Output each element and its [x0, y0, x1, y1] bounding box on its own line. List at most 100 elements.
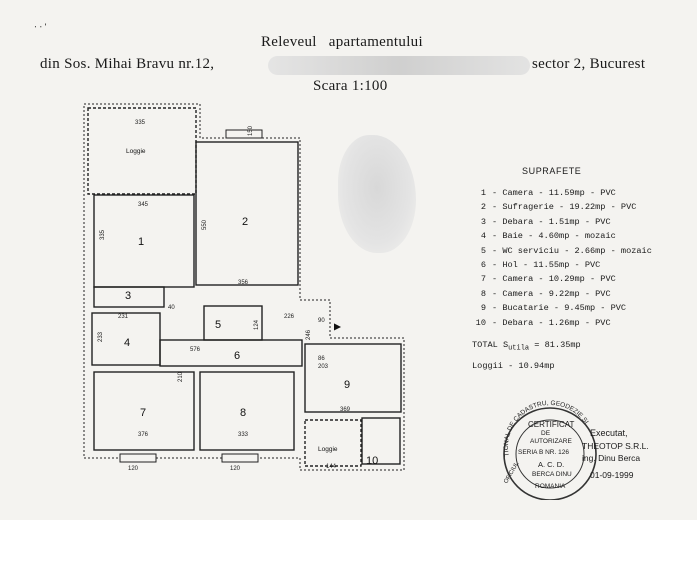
legend-row-number: 8 — [480, 288, 486, 299]
legend-heading: SUPRAFETE — [522, 166, 582, 176]
legend-row-number: 1 — [480, 188, 486, 198]
legend-row: 1 - Camera - 11.59mp - PVC — [472, 188, 616, 198]
corner-mark: ‧ ‧ ' — [34, 22, 47, 32]
room-1-label: 1 — [138, 236, 144, 248]
legend-row-number: 9 — [480, 303, 486, 314]
legend-row-number: 7 — [480, 274, 486, 285]
room-2-label: 2 — [242, 216, 248, 228]
dim-376: 376 — [138, 432, 149, 438]
dim-246: 246 — [306, 329, 312, 340]
window-bottom-left — [119, 453, 157, 463]
legend-row: 4 - Baie - 4.60mp - mozaic — [472, 231, 616, 241]
room-7-label: 7 — [140, 407, 146, 419]
dim-356: 356 — [238, 280, 249, 286]
stamp-line-7: ROMANIA — [535, 483, 566, 490]
document-title: Releveul apartamentului — [261, 34, 423, 50]
dim-335-top: 335 — [135, 120, 146, 126]
dim-150: 150 — [248, 125, 254, 136]
stamp-line-6: BERCA DINU — [532, 471, 572, 478]
dim-369: 369 — [340, 407, 351, 413]
total-value: = 81.35mp — [534, 340, 581, 350]
scale-label: Scara 1:100 — [313, 78, 388, 94]
legend-row-number: 3 — [480, 216, 486, 227]
legend-row: 7 - Camera - 10.29mp - PVC — [472, 274, 616, 284]
legend-row-text: - Baie - 4.60mp - mozaic — [492, 231, 616, 242]
dim-86: 86 — [318, 356, 325, 362]
loggia-bottom-label: Loggie — [318, 446, 338, 453]
legend-row-text: - WC serviciu - 2.66mp - mozaic — [492, 245, 652, 256]
dim-550: 550 — [202, 219, 208, 230]
executed-label: Executat, — [590, 428, 628, 438]
legend-row-text: - Camera - 10.29mp - PVC — [492, 274, 616, 285]
entrance-arrow: ▲ — [331, 321, 345, 333]
scan-smudge — [338, 135, 416, 253]
dim-90: 90 — [318, 318, 325, 324]
page-margin — [0, 520, 697, 563]
legend-row-text: - Bucatarie - 9.45mp - PVC — [492, 303, 627, 314]
legend-row: 10 - Debara - 1.26mp - PVC — [472, 318, 611, 328]
dim-203: 203 — [318, 364, 329, 370]
legend-row-number: 5 — [480, 245, 486, 256]
room-8-label: 8 — [240, 407, 246, 419]
room-9-outline — [304, 343, 402, 413]
room-6-outline — [159, 339, 303, 367]
total-label: TOTAL S — [472, 340, 509, 350]
legend-row: 3- Debara - 1.51mp - PVC — [472, 217, 611, 227]
room-4-label: 4 — [124, 337, 130, 349]
legend-row-text: - Debara - 1.26mp - PVC — [492, 317, 611, 328]
window-bottom-mid — [221, 453, 259, 463]
room-4-outline — [91, 312, 161, 366]
stamp-line-5: A. C. D. — [538, 460, 565, 469]
stamp-line-1: CERTIFICAT — [528, 420, 575, 429]
loggia-bottom-outline — [304, 419, 362, 467]
total-row: TOTAL Sutila = 81.35mp — [472, 340, 581, 353]
document-sheet — [0, 0, 697, 520]
total-sub: utila — [508, 344, 530, 353]
dim-333: 333 — [238, 432, 249, 438]
stamp-line-4: SERIA B NR. 126 — [518, 449, 569, 456]
legend-row: 9 - Bucatarie - 9.45mp - PVC — [472, 303, 626, 313]
dim-576: 576 — [190, 347, 201, 353]
legend-row-number: 10 — [475, 317, 486, 328]
dim-124: 124 — [254, 319, 260, 330]
loggia-top-label: Loggie — [126, 148, 146, 155]
outer-envelope — [83, 103, 405, 471]
legend-row: 5 - WC serviciu - 2.66mp - mozaic — [472, 246, 652, 256]
legend-row-number: 6 — [480, 260, 486, 270]
dim-345: 345 — [138, 202, 149, 208]
dim-231: 231 — [118, 314, 129, 320]
legend-row-number: 4 — [480, 231, 486, 242]
legend-row: 8 - Camera - 9.22mp - PVC — [472, 289, 611, 299]
dim-233: 233 — [98, 331, 104, 342]
dim-210: 210 — [178, 371, 184, 382]
floor-plan: ▲ 1 2 3 4 5 6 7 8 9 10 Loggie Loggie 335… — [83, 103, 405, 472]
legend-row: 6 - Hol - 11.55mp - PVC — [472, 260, 600, 270]
dim-120-left: 120 — [128, 466, 139, 472]
stamp-line-2: DE — [541, 430, 551, 437]
dim-226: 226 — [284, 314, 295, 320]
legend-row-text: - Camera - 11.59mp - PVC — [492, 188, 616, 198]
dim-144: 144 — [326, 464, 337, 470]
room-5-label: 5 — [215, 319, 221, 331]
company-name: THEOTOP S.R.L. — [582, 441, 649, 451]
room-7-outline — [93, 371, 195, 451]
window-top — [225, 129, 263, 139]
room-6-label: 6 — [234, 350, 240, 362]
dim-335-side: 335 — [100, 229, 106, 240]
legend-row-text: - Hol - 11.55mp - PVC — [492, 260, 601, 270]
room-8-outline — [199, 371, 295, 451]
room-10-outline — [361, 417, 401, 465]
legend-row: 2 - Sufragerie - 19.22mp - PVC — [472, 202, 637, 213]
room-10-label: 10 — [366, 455, 378, 467]
legend-row-text: - Camera - 9.22mp - PVC — [492, 288, 611, 299]
redacted-area — [268, 56, 530, 75]
legend-row-number: 2 — [480, 202, 486, 213]
dim-40: 40 — [168, 305, 175, 311]
stamp-line-3: AUTORIZARE — [530, 438, 572, 445]
legend-row-text: - Sufragerie - 19.22mp - PVC — [492, 202, 637, 213]
room-9-label: 9 — [344, 379, 350, 391]
address-suffix: sector 2, Bucurest — [532, 56, 646, 72]
engineer-name: ing. Dinu Berca — [582, 453, 641, 463]
dim-120-mid: 120 — [230, 466, 241, 472]
room-2-outline — [195, 141, 299, 286]
